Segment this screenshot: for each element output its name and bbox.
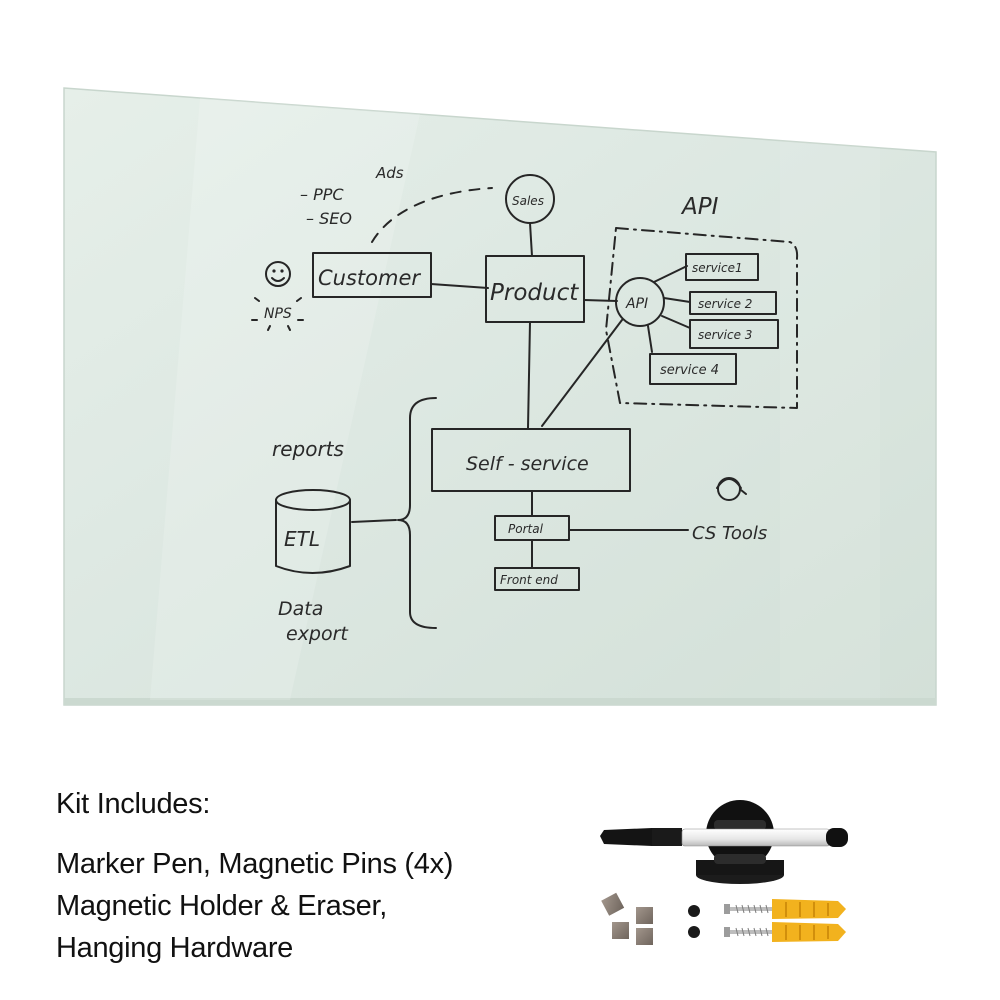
api-dashed-boundary	[605, 227, 799, 409]
service3-box	[689, 319, 779, 349]
nps-label: NPS	[264, 306, 292, 322]
product-label: Product	[490, 280, 579, 306]
self-service-label: Self - service	[466, 453, 589, 475]
seo-label: – SEO	[306, 209, 352, 228]
data-label: Data	[278, 598, 323, 620]
reports-label: reports	[272, 437, 344, 461]
kit-item-line: Marker Pen, Magnetic Pins (4x)	[56, 848, 454, 880]
service4-label: service 4	[660, 363, 719, 378]
api-service3-connector	[661, 315, 691, 329]
sales-product-connector	[529, 222, 533, 257]
marker-pen	[600, 828, 848, 847]
customer-label: Customer	[318, 266, 421, 290]
api-node-label: API	[625, 296, 648, 312]
screw	[724, 927, 776, 937]
ads-label: Ads	[375, 164, 404, 182]
nps-sparks	[251, 297, 304, 331]
api-service1-connector	[653, 265, 688, 283]
export-label: export	[286, 623, 349, 645]
magnet-dot	[688, 905, 700, 917]
kit-heading: Kit Includes:	[56, 788, 211, 820]
smiley-mouth	[271, 277, 285, 282]
product-box	[485, 255, 585, 323]
magnetic-pins	[601, 892, 653, 945]
service1-box	[685, 253, 759, 281]
portal-label: Portal	[508, 522, 544, 536]
service2-box	[689, 291, 777, 315]
kit-item-line: Hanging Hardware	[56, 932, 293, 964]
smiley-eye	[272, 269, 276, 273]
service4-box	[649, 353, 737, 385]
service2-label: service 2	[698, 297, 752, 311]
etl-brace-connector	[351, 519, 397, 523]
service3-label: service 3	[698, 328, 752, 342]
api-service4-connector	[647, 325, 653, 353]
glass-reflection	[780, 140, 880, 700]
service1-label: service1	[692, 261, 743, 275]
etl-label: ETL	[284, 527, 320, 551]
smiley-eye	[280, 269, 284, 273]
hanging-hardware	[724, 899, 846, 942]
etl-cylinder-top	[275, 489, 351, 511]
front-end-box	[494, 567, 580, 591]
sales-label: Sales	[512, 194, 544, 208]
curly-brace	[397, 397, 437, 629]
customer-box	[312, 252, 432, 298]
product-selfservice-connector	[527, 321, 531, 429]
glass-reflection	[150, 98, 420, 700]
api-service2-connector	[663, 297, 691, 303]
smiley-icon	[265, 261, 291, 287]
magnet-dot	[688, 926, 700, 938]
etl-cylinder	[275, 499, 351, 574]
cs-tools-label: CS Tools	[692, 523, 767, 544]
screw	[724, 904, 776, 914]
front-end-label: Front end	[500, 573, 558, 587]
kit-accessories	[600, 800, 848, 945]
customer-product-connector	[430, 283, 489, 289]
api-group-title: API	[680, 194, 719, 220]
product-api-connector	[583, 299, 618, 302]
api-selfservice-connector	[541, 319, 623, 427]
ads-dashed-connector	[371, 187, 493, 243]
glass-edge-bottom	[64, 698, 936, 705]
wall-plug	[772, 899, 846, 919]
headset-band	[716, 478, 747, 495]
glass-whiteboard: Ads – PPC – SEO Sales Customer NPS Produ…	[63, 87, 937, 706]
api-node	[615, 277, 665, 327]
wall-plug	[772, 922, 846, 942]
kit-item-line: Magnetic Holder & Eraser,	[56, 890, 387, 922]
ppc-label: – PPC	[300, 185, 344, 204]
